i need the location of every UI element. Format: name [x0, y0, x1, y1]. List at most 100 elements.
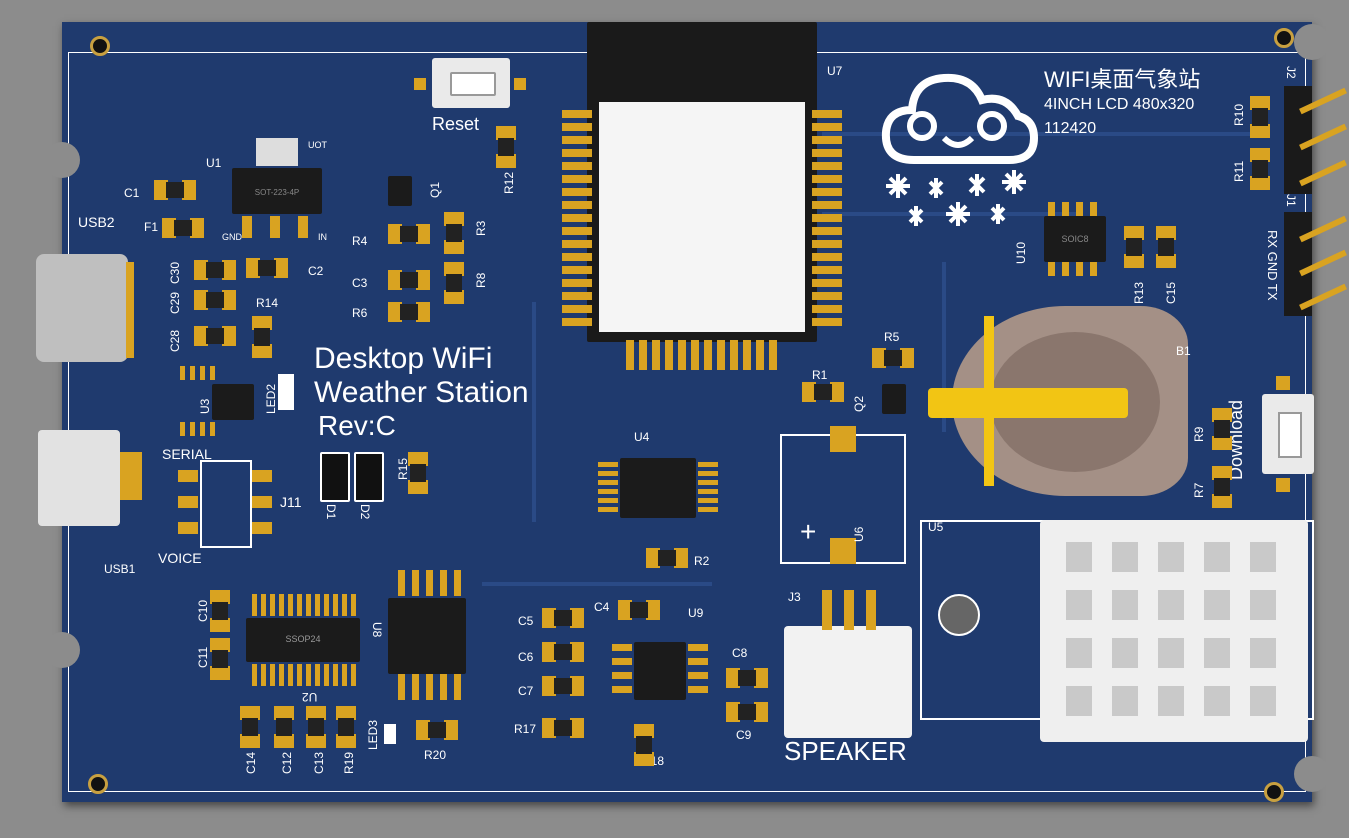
j11-pad [178, 522, 198, 534]
u9-label: U9 [688, 606, 704, 620]
cn-title: WIFI桌面气象站 [1044, 67, 1201, 92]
edge-notch-left-2 [44, 632, 80, 668]
smd-pad [182, 180, 196, 200]
smd-pad [754, 702, 768, 722]
smd-body [206, 262, 224, 278]
chip-pin [288, 664, 293, 686]
grille-slot [1112, 542, 1138, 572]
download-button-cap [1278, 412, 1302, 458]
smd-body [1126, 238, 1142, 256]
smd-pad [570, 608, 584, 628]
module-pad [704, 340, 712, 370]
chip-pin [688, 686, 708, 693]
r3-label: R3 [474, 220, 488, 236]
module-pad [812, 188, 842, 196]
c7-label: C7 [518, 684, 534, 698]
module-pad [812, 149, 842, 157]
j3-connector[interactable] [784, 626, 912, 738]
smd-pad [1212, 436, 1232, 450]
r8-label: R8 [474, 272, 488, 288]
r19-label: R19 [342, 751, 356, 774]
chip-pin [351, 594, 356, 616]
download-pad [1276, 478, 1290, 492]
serial-label: SERIAL [162, 446, 212, 462]
chip-pin [1090, 262, 1097, 276]
smd-pad [154, 180, 168, 200]
smd-pad [246, 258, 260, 278]
c5-label: C5 [518, 614, 534, 628]
chip-pin [333, 664, 338, 686]
smd-body [166, 182, 184, 198]
chip-pin [698, 462, 718, 467]
grille-slot [1250, 638, 1276, 668]
r5-label: R5 [884, 330, 900, 344]
download-button[interactable] [1262, 394, 1314, 474]
chip-pin [315, 664, 320, 686]
u1-tab [256, 138, 298, 166]
smd-pad [210, 618, 230, 632]
c3-label: C3 [352, 276, 368, 290]
smd-pad [646, 600, 660, 620]
module-pad [812, 201, 842, 209]
smd-pad [222, 290, 236, 310]
usb-c-pins [126, 262, 134, 358]
chip-pin [454, 570, 461, 596]
module-pad [812, 318, 842, 326]
uart-labels: RX GND TX [1265, 230, 1280, 301]
header-j1[interactable] [1284, 212, 1312, 316]
module-pad [756, 340, 764, 370]
usb-c-connector[interactable] [36, 254, 128, 362]
smd-body [884, 350, 902, 366]
u8-label: U8 [370, 622, 384, 638]
title-line2: Weather Station [314, 376, 529, 409]
smd-body [554, 678, 572, 694]
c2-label: C2 [308, 264, 324, 278]
r13-label: R13 [1132, 281, 1146, 304]
chip-pin [190, 422, 195, 436]
module-pad [812, 227, 842, 235]
grille-slot [1204, 638, 1230, 668]
j11-pad [178, 496, 198, 508]
module-pad [812, 253, 842, 261]
smd-pad [570, 718, 584, 738]
module-pad [562, 318, 592, 326]
voice-label: VOICE [158, 550, 202, 566]
j11-pad [252, 496, 272, 508]
smd-pad [830, 382, 844, 402]
d1-label: D1 [324, 504, 338, 520]
chip-pin [598, 489, 618, 494]
chip-pin [261, 664, 266, 686]
r2-label: R2 [694, 554, 710, 568]
u5-mount-hole [938, 594, 980, 636]
chip-pin [210, 422, 215, 436]
reset-button[interactable] [432, 58, 510, 108]
d2-diode [354, 452, 384, 502]
edge-notch-right-1 [1294, 24, 1330, 60]
smd-body [1214, 420, 1230, 438]
trace [482, 582, 712, 586]
module-pad [562, 253, 592, 261]
grille-slot [1250, 590, 1276, 620]
chip-pin [288, 594, 293, 616]
smd-pad [194, 326, 208, 346]
usb-micro-connector[interactable] [38, 430, 120, 526]
r10-label: R10 [1232, 103, 1246, 126]
smd-pad [408, 480, 428, 494]
smd-body [212, 602, 228, 620]
smd-pad [496, 126, 516, 140]
module-pad [652, 340, 660, 370]
smd-body [410, 464, 426, 482]
c30-label: C30 [168, 261, 182, 284]
smd-pad [872, 348, 886, 368]
r11-label: R11 [1232, 160, 1246, 182]
smd-pad [1212, 494, 1232, 508]
smd-body [446, 274, 462, 292]
smd-body [206, 328, 224, 344]
chip-pin [351, 664, 356, 686]
u5-label: U5 [928, 520, 944, 534]
c6-label: C6 [518, 650, 534, 664]
led3 [384, 724, 396, 744]
smd-body [554, 610, 572, 626]
pcb-board: U7 Reset Download Desktop WiFi Weather S… [36, 22, 1347, 802]
smd-pad [570, 642, 584, 662]
